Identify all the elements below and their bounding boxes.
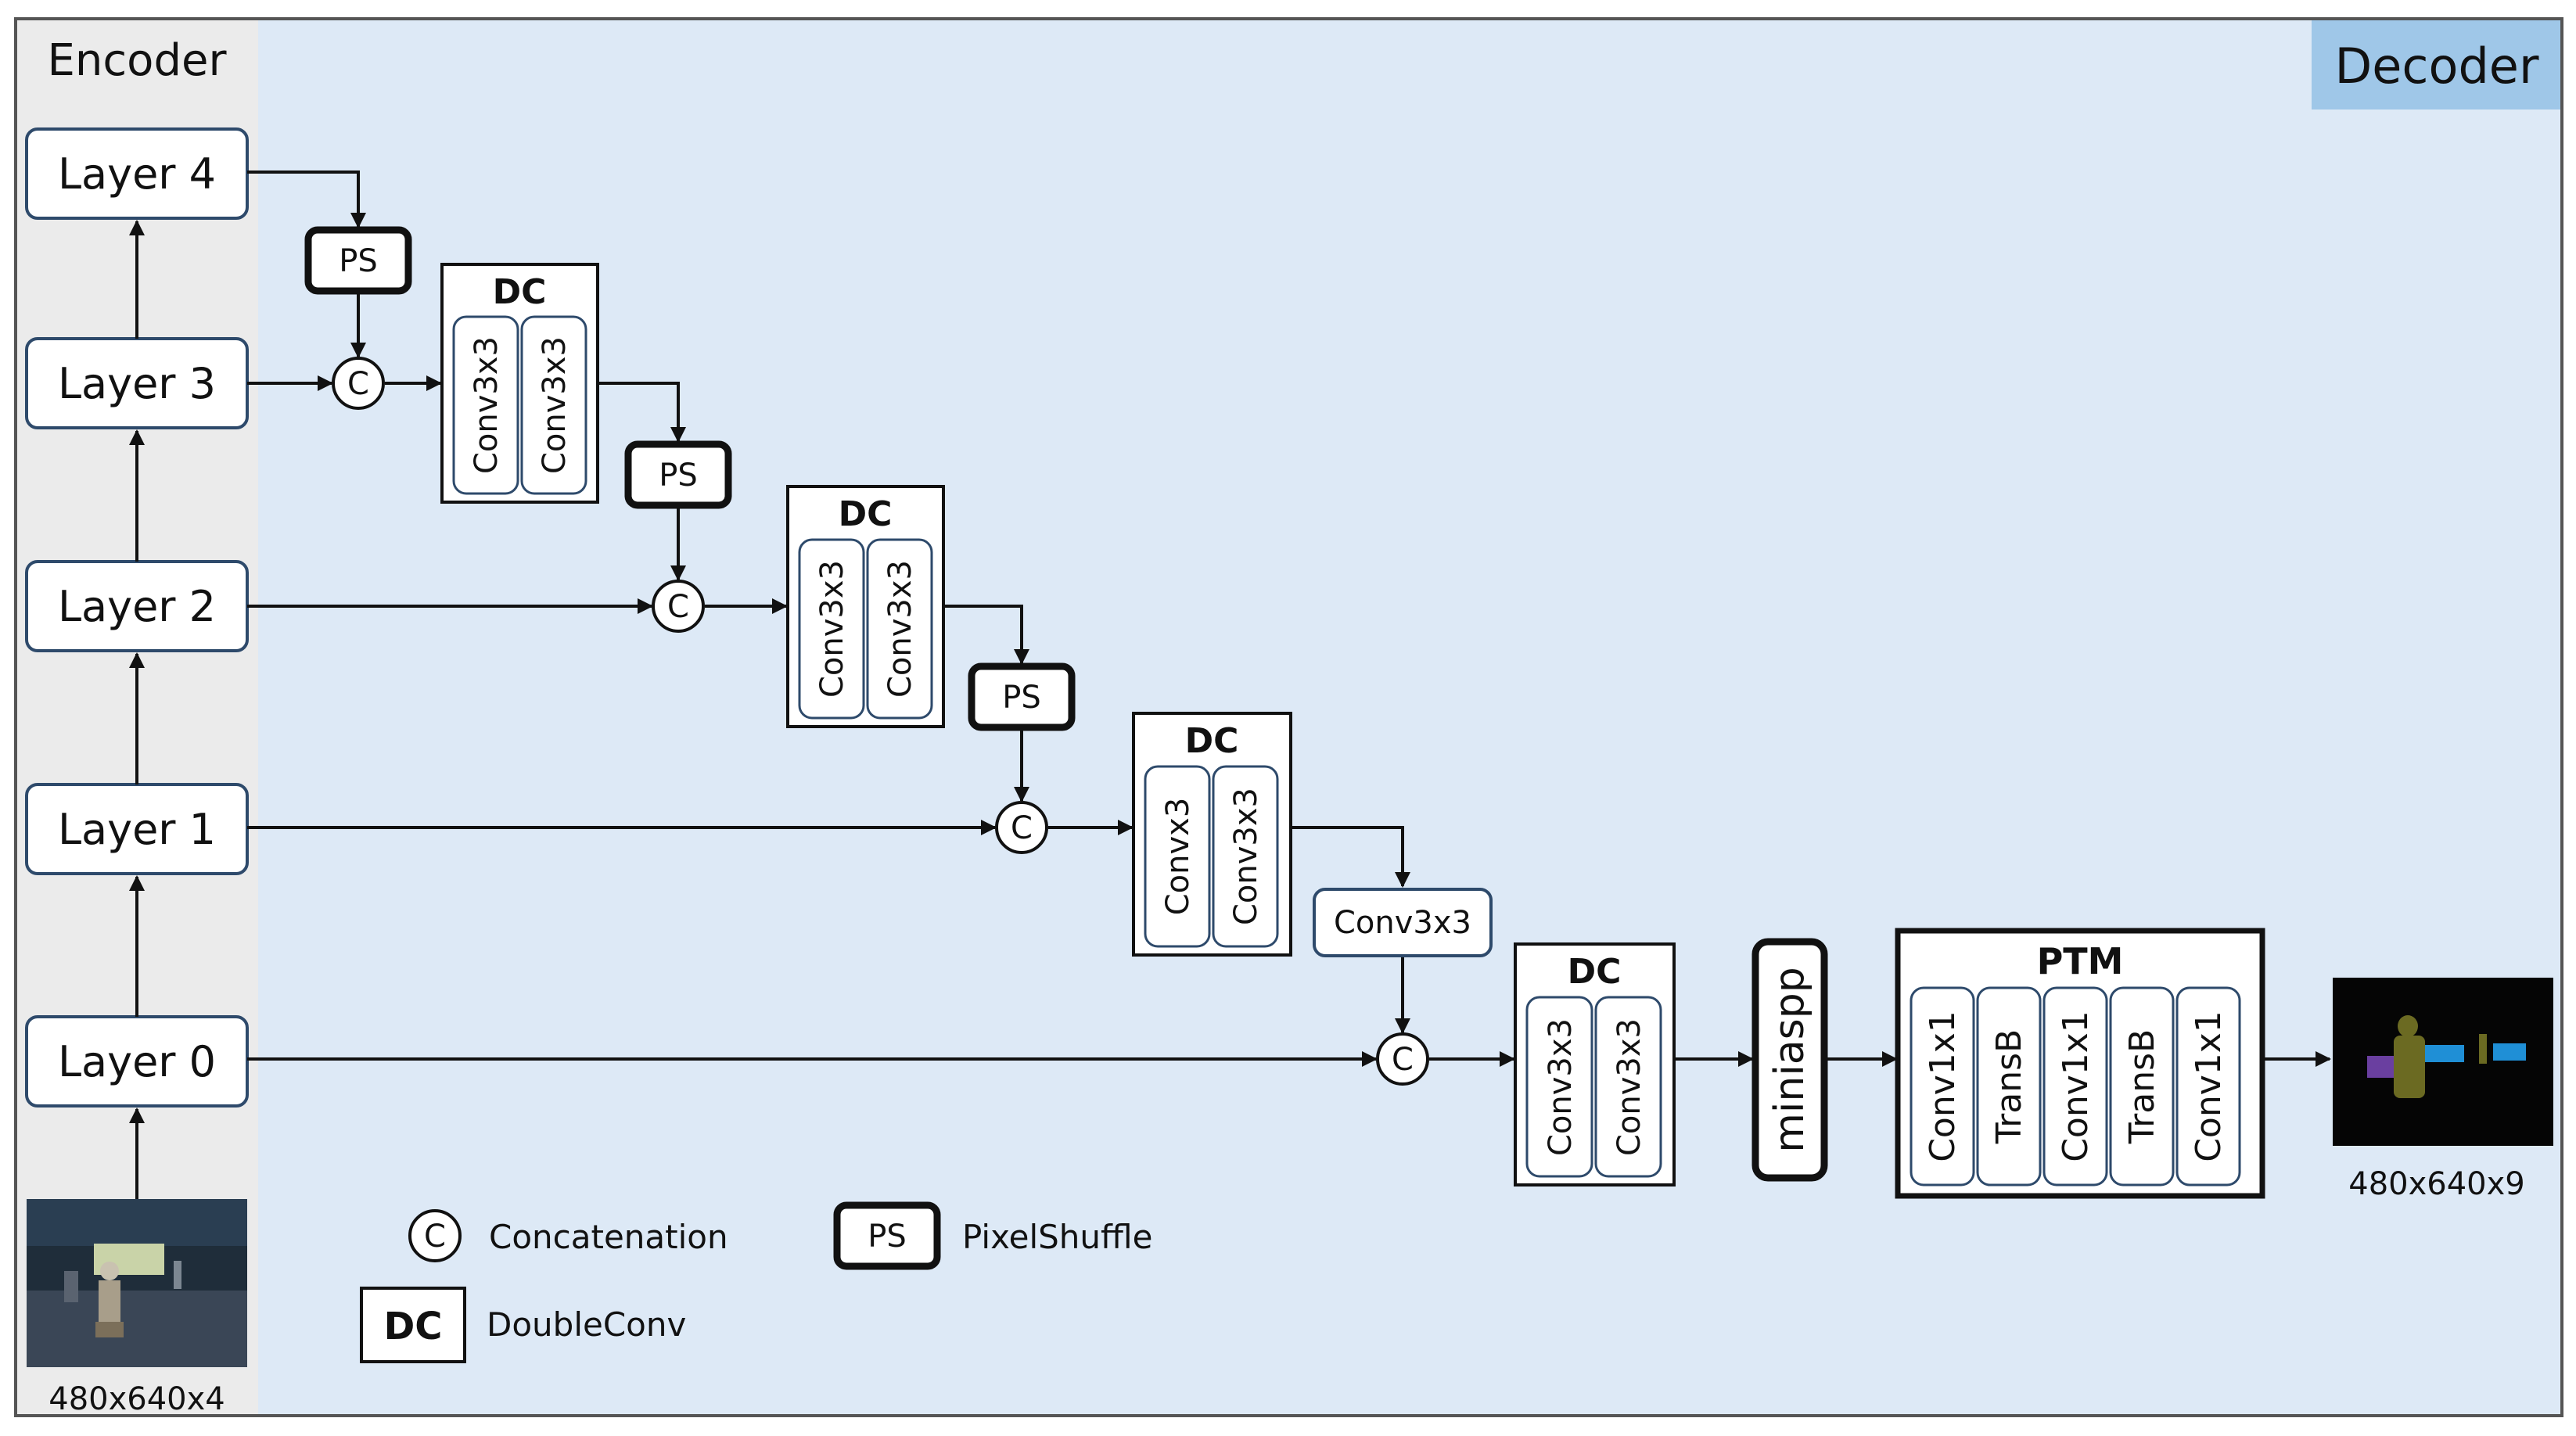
encoder-layer-3: Layer 3	[25, 337, 249, 429]
encoder-layer-3-label: Layer 3	[58, 359, 216, 408]
pixelshuffle-block-1: PS	[304, 226, 412, 295]
concat-node-1-symbol: C	[347, 366, 369, 402]
conv3x3-block-label: Conv3x3	[1334, 905, 1471, 941]
concat-node-4-symbol: C	[1392, 1042, 1414, 1078]
concat-node-4: C	[1376, 1032, 1429, 1086]
decoder-tag	[2312, 20, 2560, 109]
output-size-label: 480x640x9	[2348, 1166, 2525, 1202]
conv3x3-block: Conv3x3	[1313, 888, 1493, 957]
ptm-item-4: TransB	[2122, 1029, 2162, 1144]
doubleconv-block-2: DC Conv3x3 Conv3x3	[786, 485, 945, 728]
input-size-label: 480x640x4	[49, 1381, 225, 1417]
concat-node-2: C	[652, 580, 705, 633]
doubleconv-block-2-conv-1: Conv3x3	[814, 560, 850, 698]
legend: C Concatenation PS PixelShuffle DC Doubl…	[360, 1201, 1153, 1363]
doubleconv-block-3-conv-2: Conv3x3	[1228, 788, 1264, 925]
doubleconv-block-2-conv-2: Conv3x3	[882, 560, 918, 698]
doubleconv-block-3: DC Convx3 Conv3x3	[1132, 712, 1292, 957]
legend-doubleconv: DC DoubleConv	[360, 1287, 686, 1363]
doubleconv-block-2-title: DC	[839, 494, 893, 534]
encoder-layer-1: Layer 1	[25, 783, 249, 875]
output-image	[2333, 978, 2553, 1146]
encoder-layer-4: Layer 4	[25, 127, 249, 220]
doubleconv-block-3-title: DC	[1185, 721, 1239, 761]
ptm-item-1: Conv1x1	[1923, 1011, 1963, 1162]
connection-lines	[247, 171, 2331, 1067]
legend-doubleconv-symbol: DC	[383, 1305, 442, 1348]
encoder-layer-2-label: Layer 2	[58, 582, 216, 631]
legend-concat-label: Concatenation	[489, 1218, 728, 1256]
legend-concat: C Concatenation	[408, 1209, 728, 1262]
doubleconv-block-1-conv-2: Conv3x3	[537, 336, 573, 474]
pixelshuffle-block-3: PS	[968, 662, 1076, 731]
doubleconv-block-1-title: DC	[493, 272, 547, 312]
ptm-item-2: TransB	[1989, 1029, 2029, 1144]
legend-concat-symbol: C	[424, 1219, 446, 1255]
decoder-title: Decoder	[2335, 38, 2539, 95]
doubleconv-block-4-title: DC	[1568, 952, 1622, 992]
concat-node-3-symbol: C	[1011, 810, 1033, 846]
legend-doubleconv-label: DoubleConv	[487, 1305, 686, 1344]
ptm-item-3: Conv1x1	[2056, 1011, 2096, 1162]
doubleconv-block-4-conv-1: Conv3x3	[1543, 1018, 1579, 1156]
legend-pixelshuffle-symbol: PS	[868, 1219, 907, 1255]
doubleconv-block-1: DC Conv3x3 Conv3x3	[440, 263, 599, 504]
encoder-layer-0: Layer 0	[25, 1015, 249, 1108]
concat-node-2-symbol: C	[667, 589, 689, 625]
concat-node-1: C	[332, 357, 385, 410]
doubleconv-block-1-conv-1: Conv3x3	[469, 336, 505, 474]
encoder-layer-0-label: Layer 0	[58, 1037, 216, 1086]
encoder-layer-4-label: Layer 4	[58, 149, 216, 199]
concat-node-3: C	[995, 801, 1048, 854]
legend-pixelshuffle: PS PixelShuffle	[833, 1201, 1153, 1270]
pixelshuffle-block-1-label: PS	[339, 243, 378, 279]
pixelshuffle-block-2-label: PS	[659, 458, 698, 494]
pixelshuffle-block-3-label: PS	[1002, 680, 1041, 716]
doubleconv-block-3-conv-1: Convx3	[1160, 798, 1196, 916]
encoder-title: Encoder	[48, 35, 228, 86]
doubleconv-block-4-conv-2: Conv3x3	[1611, 1018, 1647, 1156]
encoder-layer-1-label: Layer 1	[58, 805, 216, 854]
ptm-item-5: Conv1x1	[2189, 1011, 2229, 1162]
ptm-block-title: PTM	[2037, 940, 2124, 982]
miniaspp-block: miniaspp	[1751, 938, 1828, 1182]
pixelshuffle-block-2: PS	[624, 440, 732, 509]
miniaspp-block-label: miniaspp	[1766, 967, 1813, 1152]
encoder-layer-2: Layer 2	[25, 560, 249, 652]
doubleconv-block-4: DC Conv3x3 Conv3x3	[1514, 942, 1676, 1186]
input-image	[27, 1199, 247, 1367]
legend-pixelshuffle-label: PixelShuffle	[962, 1218, 1153, 1256]
ptm-block: PTM Conv1x1 TransB Conv1x1 TransB Conv1x…	[1895, 928, 2265, 1199]
